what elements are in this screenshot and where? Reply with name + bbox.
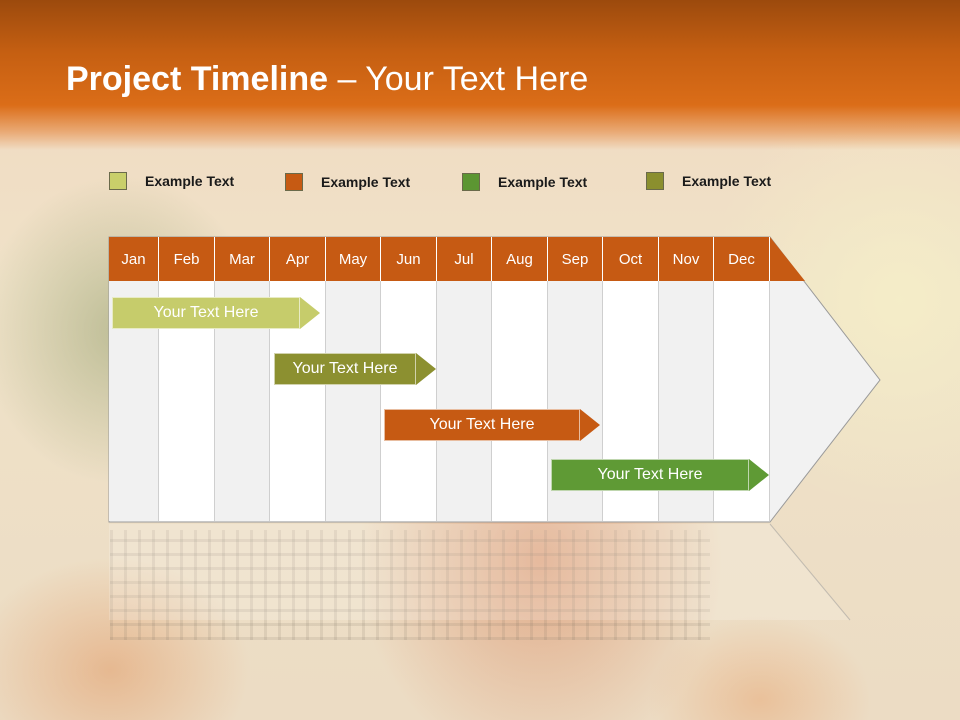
- legend-label: Example Text: [682, 173, 772, 189]
- month-header-jul: Jul: [437, 237, 492, 281]
- month-column: [492, 281, 548, 521]
- task-bar-arrow-tip: [300, 297, 320, 329]
- title-bar: Project Timeline – Your Text Here: [0, 0, 960, 150]
- legend-label: Example Text: [498, 174, 588, 190]
- month-header-jun: Jun: [381, 237, 437, 281]
- month-header-may: May: [326, 237, 381, 281]
- timeline-arrow-head-top: [770, 237, 805, 281]
- month-header-dec: Dec: [714, 237, 770, 281]
- month-column: [437, 281, 492, 521]
- month-header-sep: Sep: [548, 237, 603, 281]
- legend-swatch: [109, 172, 127, 190]
- month-header-mar: Mar: [215, 237, 270, 281]
- month-header-oct: Oct: [603, 237, 659, 281]
- background-cloth: [110, 530, 710, 640]
- task-bar-label: Your Text Here: [292, 360, 398, 377]
- task-bar-label: Your Text Here: [597, 466, 703, 483]
- timeline-reflection: [109, 524, 850, 620]
- legend-swatch: [285, 173, 303, 191]
- legend-item: Example Text: [285, 172, 410, 192]
- title-bold: Project Timeline: [66, 60, 329, 98]
- legend-swatch: [462, 173, 480, 191]
- legend-label: Example Text: [145, 173, 235, 189]
- month-header-aug: Aug: [492, 237, 548, 281]
- month-column: [381, 281, 437, 521]
- month-header-apr: Apr: [270, 237, 326, 281]
- task-bar[interactable]: Your Text Here: [384, 409, 600, 441]
- task-bar-body: [384, 409, 580, 441]
- month-header-nov: Nov: [659, 237, 714, 281]
- page-title: Project Timeline – Your Text Here: [66, 60, 588, 99]
- task-bar[interactable]: Your Text Here: [274, 353, 436, 385]
- task-bar-arrow-tip: [416, 353, 436, 385]
- month-column: [326, 281, 381, 521]
- task-bar-arrow-tip: [580, 409, 600, 441]
- task-bar-arrow-tip: [749, 459, 769, 491]
- title-rest: – Your Text Here: [328, 60, 589, 98]
- reflection-edge: [769, 523, 851, 621]
- task-bar-body: [551, 459, 749, 491]
- task-bar-body: [274, 353, 416, 385]
- month-header-jan: Jan: [109, 237, 159, 281]
- legend-item: Example Text: [462, 172, 587, 192]
- month-header-feb: Feb: [159, 237, 215, 281]
- legend-item: Example Text: [109, 171, 234, 191]
- task-bar-label: Your Text Here: [153, 304, 259, 321]
- task-bar[interactable]: Your Text Here: [551, 459, 769, 491]
- task-bar[interactable]: Your Text Here: [112, 297, 320, 329]
- legend-item: Example Text: [646, 171, 771, 191]
- legend-swatch: [646, 172, 664, 190]
- legend-label: Example Text: [321, 174, 411, 190]
- task-bar-body: [112, 297, 300, 329]
- task-bar-label: Your Text Here: [429, 416, 535, 433]
